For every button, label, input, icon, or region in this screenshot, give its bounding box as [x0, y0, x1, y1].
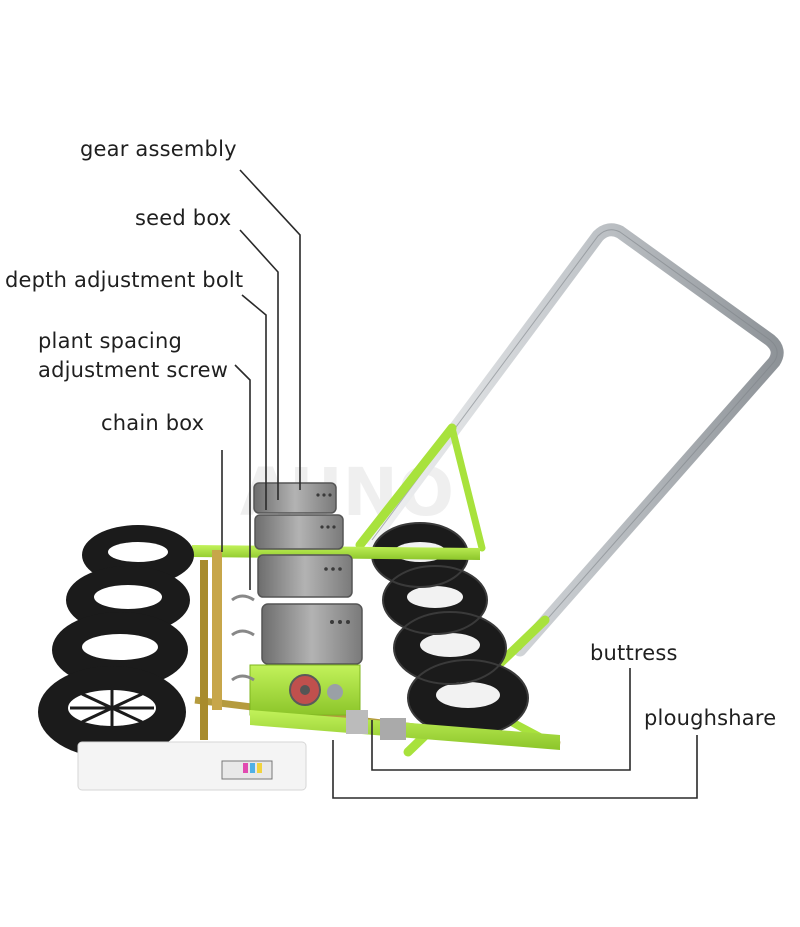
callout-lines: [221, 169, 698, 799]
label-ploughshare: ploughshare: [644, 706, 777, 730]
label-plant-spacing-line1: plant spacing: [38, 329, 183, 353]
front-plate: [77, 741, 307, 791]
label-chain-box: chain box: [101, 411, 205, 435]
left-wheels: [38, 525, 194, 758]
handle: [365, 223, 784, 657]
bottom-frame: [250, 710, 560, 750]
label-buttress: buttress: [590, 641, 678, 665]
seed-hoppers: [253, 482, 363, 665]
label-depth-adjustment-bolt: depth adjustment bolt: [5, 268, 244, 292]
spacing-screws: [231, 594, 255, 682]
label-gear-assembly: gear assembly: [80, 137, 237, 161]
label-plant-spacing-line2: adjustment screw: [38, 358, 229, 382]
gear-unit: [249, 664, 361, 716]
label-seed-box: seed box: [135, 206, 232, 230]
